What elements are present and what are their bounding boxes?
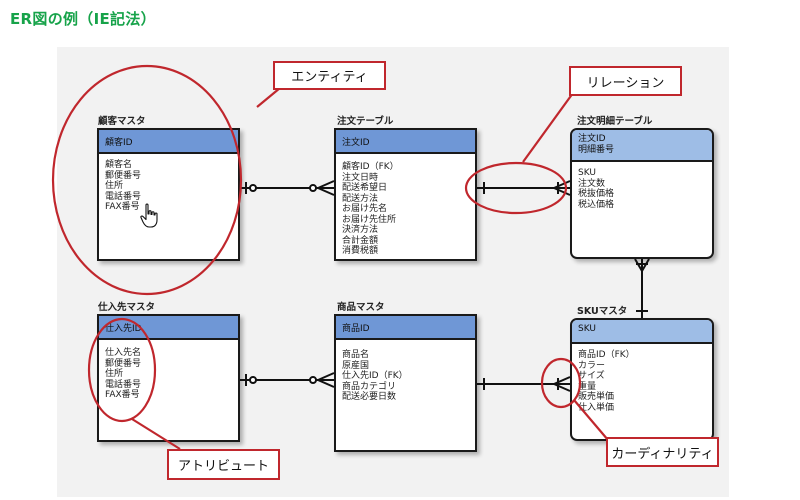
attribute: 決済方法: [342, 225, 379, 235]
entity-product-attributes: 商品名 原産国 仕入先ID（FK） 商品カテゴリ 配送必要日数: [336, 340, 475, 403]
entity-label-product: 商品マスタ: [337, 302, 385, 313]
attribute: 仕入先ID（FK）: [342, 371, 408, 381]
hand-pointer-icon: [140, 203, 158, 228]
attribute: 原産国: [342, 360, 370, 371]
key-field: 仕入先ID: [105, 324, 142, 334]
attribute: 配送希望日: [342, 183, 388, 193]
page-title: ER図の例（IE記法）: [10, 10, 156, 28]
callout-attribute: アトリビュート: [167, 449, 280, 480]
key-field: 注文ID: [342, 138, 370, 148]
attribute: 配送必要日数: [342, 392, 397, 402]
key-field: 顧客ID: [105, 138, 133, 148]
attribute: 住所: [105, 369, 124, 379]
attribute: 税抜価格: [578, 189, 615, 199]
entity-callout-leader: [256, 87, 281, 108]
entity-product: 商品ID 商品名 原産国 仕入先ID（FK） 商品カテゴリ 配送必要日数: [334, 314, 477, 452]
relation-callout-leader: [522, 92, 574, 163]
entity-label-order-detail: 注文明細テーブル: [577, 116, 653, 127]
attribute-callout-leader: [131, 418, 181, 450]
attribute: 住所: [105, 181, 124, 191]
entity-label-supplier: 仕入先マスタ: [98, 302, 156, 313]
entity-customer-attributes: 顧客名 郵便番号 住所 電話番号 FAX番号: [99, 154, 238, 213]
attribute: 合計金額: [342, 235, 379, 246]
entity-highlight-circle: [51, 64, 243, 296]
relationship-product-sku: [477, 376, 571, 392]
key-field: SKU: [578, 324, 596, 334]
entity-product-keys: 商品ID: [336, 316, 475, 340]
annotations: [51, 64, 609, 450]
attribute: 注文日時: [342, 172, 379, 183]
attribute: 商品ID（FK）: [578, 350, 635, 360]
attribute: 商品カテゴリ: [342, 381, 397, 392]
attribute: FAX番号: [105, 390, 140, 400]
callout-relation: リレーション: [569, 66, 682, 96]
entity-customer: 顧客ID 顧客名 郵便番号 住所 電話番号 FAX番号: [97, 128, 240, 261]
cardinality-highlight-circle: [540, 357, 582, 409]
attribute: 税込価格: [578, 199, 615, 210]
attribute: 顧客名: [105, 160, 133, 170]
callout-cardinality: カーディナリティ: [606, 437, 719, 467]
entity-sku-attributes: 商品ID（FK） カラー サイズ 重量 販売単価 仕入単価: [572, 344, 712, 413]
entity-order-detail-attributes: SKU 注文数 税抜価格 税込価格: [572, 162, 712, 210]
attribute: SKU: [578, 168, 596, 178]
attribute: 重量: [578, 381, 597, 392]
callout-entity: エンティティ: [273, 61, 386, 90]
entity-order-attributes: 顧客ID（FK） 注文日時 配送希望日 配送方法 お届け先名 お届け先住所 決済…: [336, 154, 475, 257]
attribute: 顧客ID（FK）: [342, 162, 399, 172]
entity-order-keys: 注文ID: [336, 130, 475, 154]
attribute: 配送方法: [342, 193, 379, 204]
attribute: 郵便番号: [105, 170, 142, 181]
relationship-customer-order: [240, 180, 335, 196]
entity-label-sku: SKUマスタ: [577, 306, 628, 317]
entity-order: 注文ID 顧客ID（FK） 注文日時 配送希望日 配送方法 お届け先名 お届け先…: [334, 128, 477, 261]
relation-highlight-circle: [464, 161, 568, 215]
attribute: 注文数: [578, 178, 606, 189]
key-field: 商品ID: [342, 324, 370, 334]
attribute: 商品名: [342, 350, 370, 360]
relationship-supplier-product: [240, 372, 335, 388]
attribute: お届け先名: [342, 204, 388, 214]
attribute: 郵便番号: [105, 358, 142, 369]
entity-label-order: 注文テーブル: [337, 116, 394, 127]
attribute: サイズ: [578, 371, 605, 381]
entity-order-detail-keys: 注文ID 明細番号: [572, 130, 712, 162]
entity-order-detail: 注文ID 明細番号 SKU 注文数 税抜価格 税込価格: [570, 128, 714, 259]
entity-label-customer: 顧客マスタ: [98, 116, 146, 127]
attribute: 電話番号: [105, 379, 142, 390]
attribute: お届け先住所: [342, 214, 397, 225]
relationship-sku-order-detail: [634, 258, 650, 318]
attribute: 販売単価: [578, 392, 615, 402]
key-field: 明細番号: [578, 145, 615, 155]
attribute: FAX番号: [105, 202, 140, 212]
attribute: 電話番号: [105, 191, 142, 202]
entity-sku-keys: SKU: [572, 320, 712, 344]
cardinality-callout-leader: [573, 399, 609, 441]
attribute: 消費税額: [342, 246, 379, 256]
attribute: 仕入先名: [105, 348, 142, 358]
relationship-lines: [240, 180, 650, 392]
entity-supplier-attributes: 仕入先名 郵便番号 住所 電話番号 FAX番号: [99, 340, 238, 401]
entity-customer-keys: 顧客ID: [99, 130, 238, 154]
key-field: 注文ID: [578, 134, 606, 144]
attribute-highlight-circle: [87, 317, 157, 423]
attribute: 仕入単価: [578, 402, 615, 413]
attribute: カラー: [578, 360, 606, 371]
relationship-order-order-detail: [477, 180, 571, 196]
